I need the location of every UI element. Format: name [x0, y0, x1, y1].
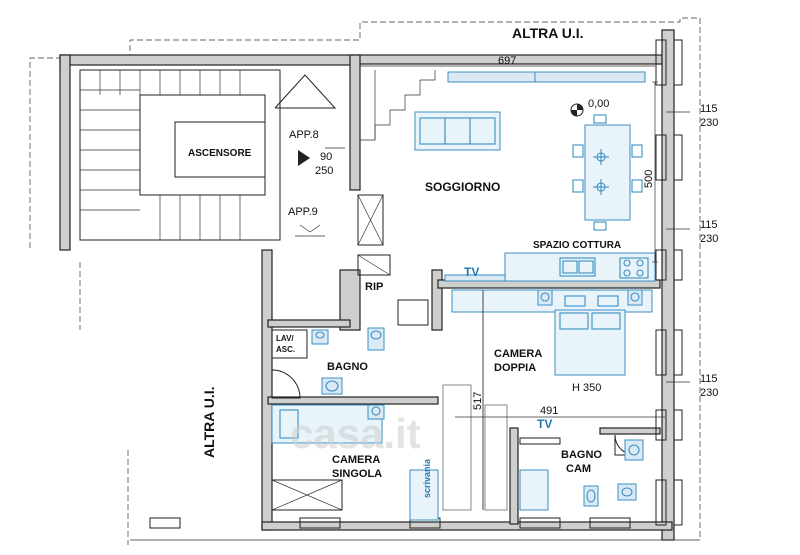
dimension-lines — [325, 65, 690, 510]
ensuite-label-1: BAGNO — [561, 449, 602, 461]
win3-w-label: 115 — [700, 373, 718, 385]
win2-w-label: 115 — [700, 219, 718, 231]
top-width-label: 697 — [498, 55, 516, 67]
kitchen-counter — [444, 252, 656, 282]
single-bedroom-label-1: CAMERA — [332, 454, 380, 466]
door-height-label: 250 — [315, 165, 333, 177]
ensuite-label-2: CAM — [566, 463, 591, 475]
double-bedroom-label-2: DOPPIA — [494, 362, 536, 374]
bedroom-tv-label: TV — [537, 417, 552, 431]
single-bedroom-label-2: SINGOLA — [332, 468, 382, 480]
win3-h-label: 230 — [700, 387, 718, 399]
neighbor-left-label: ALTRA U.I. — [201, 386, 217, 458]
living-height-label: 500 — [643, 170, 655, 188]
app9-label: APP.9 — [288, 206, 318, 218]
laundry-label-1: LAV/ — [276, 334, 294, 343]
level-label: 0,00 — [588, 98, 609, 110]
elevator-label: ASCENSORE — [188, 148, 252, 159]
single-bedroom-furniture — [271, 404, 439, 521]
app8-label: APP.8 — [289, 129, 319, 141]
bathroom-label: BAGNO — [327, 361, 368, 373]
win2-h-label: 230 — [700, 233, 718, 245]
bathroom-fixtures — [271, 327, 385, 399]
ceiling-height-label: H 350 — [572, 382, 601, 394]
desk-label: scrivania — [422, 458, 432, 498]
storage-label: RIP — [365, 281, 383, 293]
stairwell — [79, 69, 337, 241]
door-width-label: 90 — [320, 151, 332, 163]
ensuite-fixtures — [519, 434, 644, 511]
neighbor-top-label: ALTRA U.I. — [512, 25, 584, 41]
win1-w-label: 115 — [700, 103, 718, 115]
kitchen-label: SPAZIO COTTURA — [533, 240, 621, 251]
storage-closets — [357, 194, 429, 326]
double-bedroom-label-1: CAMERA — [494, 348, 542, 360]
living-furniture — [414, 71, 646, 231]
living-tv-label: TV — [464, 265, 479, 279]
bedroom-width-label: 491 — [540, 405, 558, 417]
win1-h-label: 230 — [700, 117, 718, 129]
exterior-walls — [59, 29, 675, 541]
right-windows — [655, 39, 683, 526]
bedroom-height-label: 517 — [472, 392, 484, 410]
laundry-label-2: ASC. — [276, 345, 295, 354]
watermark: casa.it — [290, 410, 421, 457]
interior-stair — [360, 70, 436, 141]
living-room-label: SOGGIORNO — [425, 180, 500, 194]
